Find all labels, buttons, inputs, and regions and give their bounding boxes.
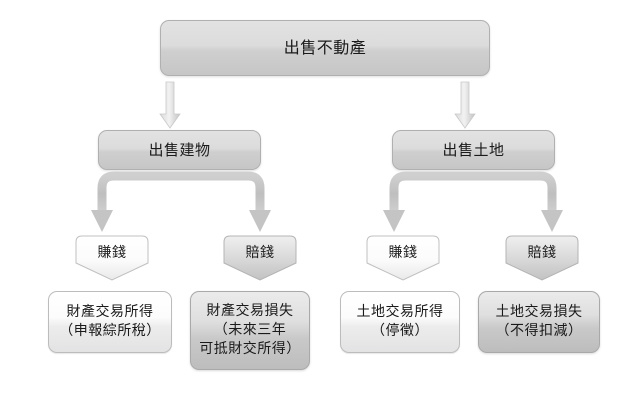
node-sell-building: 出售建物 bbox=[98, 130, 261, 170]
node-label: 出售建物 bbox=[148, 140, 211, 159]
pentagon-shape bbox=[366, 235, 440, 281]
pentagon-shape bbox=[75, 235, 149, 281]
arrow-down-icon bbox=[159, 81, 181, 129]
condition-label: 賠錢 bbox=[245, 245, 275, 261]
outcome-label: 財產交易所得 （申報綜所稅） bbox=[59, 304, 161, 339]
condition-label: 賠錢 bbox=[527, 245, 557, 261]
condition-land-loss: 賠錢 bbox=[505, 235, 579, 281]
arrow-down-icon bbox=[454, 81, 476, 129]
condition-building-profit: 賺錢 bbox=[75, 235, 149, 281]
outcome-land-transaction-loss: 土地交易損失 （不得扣減） bbox=[478, 291, 600, 353]
node-sell-land: 出售土地 bbox=[392, 130, 555, 170]
outcome-label: 財產交易損失 （未來三年 可抵財交所得） bbox=[199, 303, 301, 357]
outcome-label: 土地交易損失 （不得扣減） bbox=[495, 304, 583, 339]
outcome-property-transaction-loss: 財產交易損失 （未來三年 可抵財交所得） bbox=[190, 291, 310, 370]
pentagon-shape bbox=[505, 235, 579, 281]
outcome-land-transaction-income: 土地交易所得 （停徵） bbox=[340, 291, 460, 353]
condition-land-profit: 賺錢 bbox=[366, 235, 440, 281]
condition-building-loss: 賠錢 bbox=[223, 235, 297, 281]
condition-label: 賺錢 bbox=[388, 245, 418, 261]
pentagon-shape bbox=[223, 235, 297, 281]
node-sell-real-estate: 出售不動產 bbox=[160, 20, 490, 76]
split-connector-icon bbox=[91, 171, 271, 232]
outcome-label: 土地交易所得 （停徵） bbox=[356, 304, 444, 339]
outcome-property-transaction-income: 財產交易所得 （申報綜所稅） bbox=[48, 291, 172, 353]
split-connector-icon bbox=[383, 171, 563, 232]
node-label: 出售不動產 bbox=[283, 38, 367, 58]
node-label: 出售土地 bbox=[442, 140, 505, 159]
condition-label: 賺錢 bbox=[97, 245, 127, 261]
